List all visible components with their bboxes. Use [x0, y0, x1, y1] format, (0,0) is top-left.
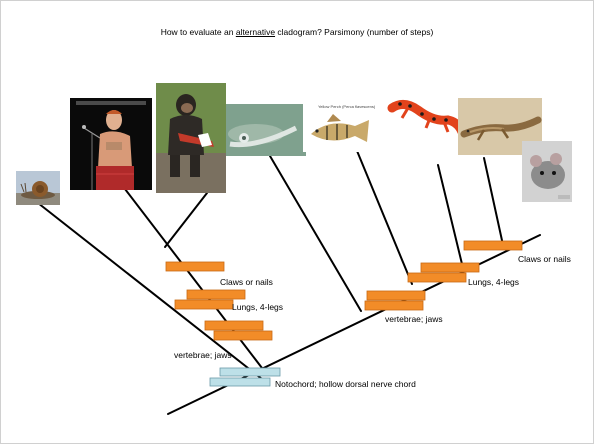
- perch-branch-right: [355, 146, 412, 284]
- perch-caption: Yellow Perch (Perca flavescens): [318, 104, 375, 109]
- snail-photo: [16, 171, 60, 205]
- right-claws-label: Claws or nails: [518, 254, 571, 264]
- right-vertebrae-bar-1: [367, 291, 425, 300]
- lamprey-branch-right: [270, 156, 361, 311]
- chimp-branch-left: [165, 193, 207, 247]
- left-vertebrae-bar-1: [205, 321, 263, 330]
- human-photo: [70, 98, 152, 190]
- right-vertebrae-bar-2: [365, 301, 423, 310]
- perch-photo: [303, 104, 377, 152]
- salamander-photo: [386, 92, 464, 154]
- left-claws-bar: [166, 262, 224, 271]
- lamprey-photo: [226, 104, 306, 156]
- left-lungs-label: Lungs, 4-legs: [232, 302, 283, 312]
- salamander-branch-right: [438, 165, 462, 264]
- right-vertebrae-label: vertebrae; jaws: [385, 314, 443, 324]
- mouse-photo: [522, 141, 572, 202]
- left-claws-label: Claws or nails: [220, 277, 273, 287]
- right-claws-bar: [464, 241, 522, 250]
- chimpanzee-photo: [156, 83, 226, 193]
- left-notochord-label: Notochord; hollow dorsal nerve chord: [275, 379, 416, 389]
- right-lungs-bar-1: [421, 263, 479, 272]
- left-vertebrae-label: vertebrae; jaws: [174, 350, 232, 360]
- right-lungs-bar-2: [408, 273, 466, 282]
- lizard-branch-right: [484, 158, 503, 245]
- left-lungs-bar-1: [187, 290, 245, 299]
- left-notochord-bar-1: [220, 368, 280, 376]
- left-vertebrae-bar-2: [214, 331, 272, 340]
- left-notochord-bar-2: [210, 378, 270, 386]
- right-lungs-label: Lungs, 4-legs: [468, 277, 519, 287]
- left-lungs-bar-2: [175, 300, 233, 309]
